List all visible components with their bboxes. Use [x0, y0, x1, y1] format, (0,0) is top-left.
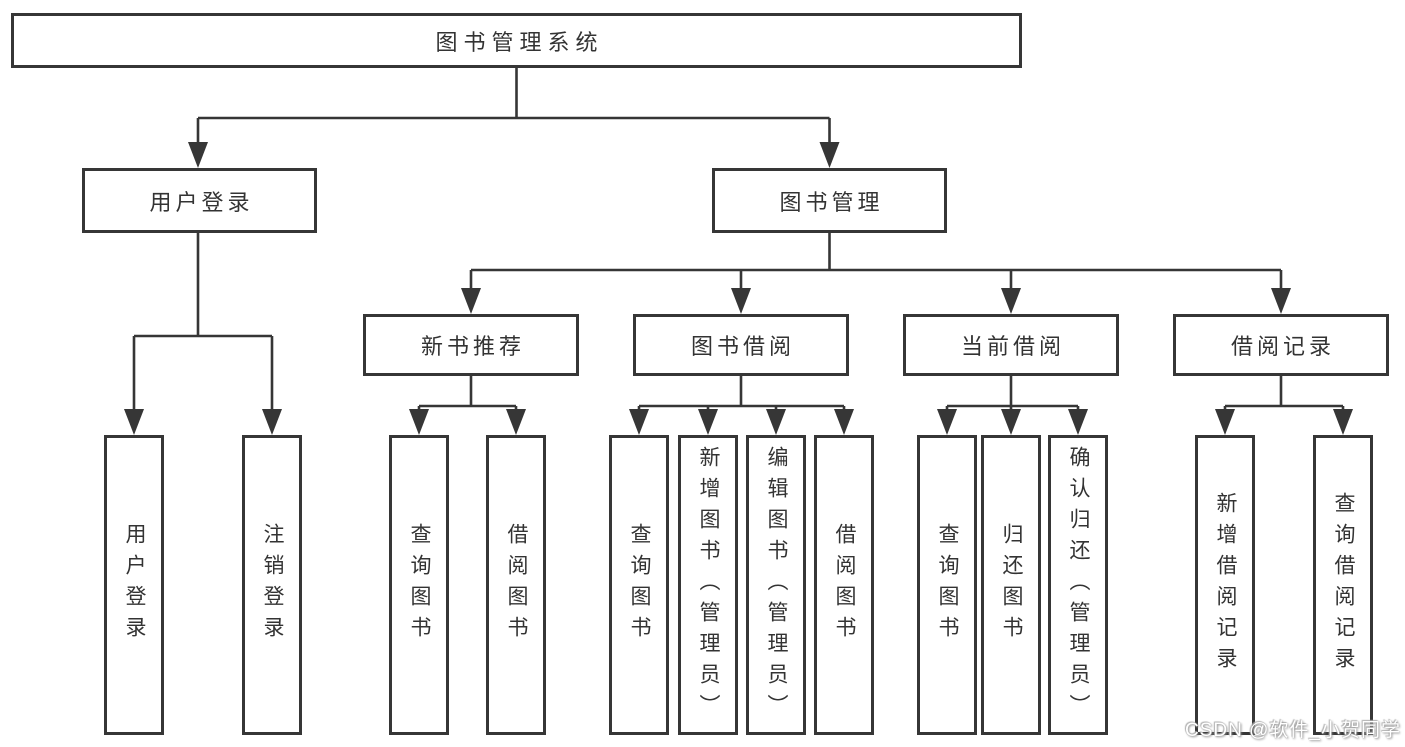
connector-user-login-to-leaves [124, 233, 282, 435]
arrow-down-icon [1271, 288, 1291, 314]
node-borrow-records: 借阅记录 [1173, 314, 1389, 376]
leaf-records-query-record: 查询借阅记录 [1313, 435, 1373, 735]
node-new-book-recommend: 新书推荐 [363, 314, 579, 376]
node-book-borrow: 图书借阅 [633, 314, 849, 376]
node-book-management: 图书管理 [712, 168, 947, 233]
arrow-down-icon [506, 409, 526, 435]
leaf-newbook-borrow-book: 借阅图书 [486, 435, 546, 735]
arrow-down-icon [262, 409, 282, 435]
leaf-borrow-add-book-admin: 新增图书（管理员） [678, 435, 738, 735]
node-new-book-recommend-label: 新书推荐 [420, 334, 525, 359]
node-user-login: 用户登录 [82, 168, 317, 233]
node-user-login-label: 用户登录 [149, 189, 254, 215]
arrow-down-icon [731, 288, 751, 314]
connector-book-management-to-level3 [461, 233, 1291, 314]
leaf-borrow-borrow-book: 借阅图书 [814, 435, 874, 735]
arrow-down-icon [937, 409, 957, 435]
watermark: CSDN @软件_小贺同学 [1185, 720, 1401, 741]
node-current-borrow-label: 当前借阅 [960, 334, 1065, 359]
arrow-down-icon [1068, 409, 1088, 435]
connector-current-borrow-to-leaves [937, 376, 1088, 435]
connector-book-borrow-to-leaves [629, 376, 854, 435]
node-library-system: 图书管理系统 [11, 13, 1022, 68]
arrow-down-icon [1001, 288, 1021, 314]
arrow-down-icon [409, 409, 429, 435]
leaf-current-query-book: 查询图书 [917, 435, 977, 735]
leaf-current-confirm-return-admin: 确认归还（管理员） [1048, 435, 1108, 735]
node-current-borrow: 当前借阅 [903, 314, 1119, 376]
leaf-user-login: 用户登录 [104, 435, 164, 735]
connector-root-to-level2 [188, 68, 840, 168]
arrow-down-icon [1001, 409, 1021, 435]
arrow-down-icon [819, 142, 840, 168]
arrow-down-icon [1215, 409, 1235, 435]
leaf-current-return-book: 归还图书 [981, 435, 1041, 735]
arrow-down-icon [188, 142, 208, 168]
leaf-borrow-edit-book-admin: 编辑图书（管理员） [746, 435, 806, 735]
arrow-down-icon [124, 409, 144, 435]
leaf-borrow-query-book: 查询图书 [609, 435, 669, 735]
node-borrow-records-label: 借阅记录 [1230, 334, 1335, 359]
leaf-newbook-query-book: 查询图书 [389, 435, 449, 735]
arrow-down-icon [1333, 409, 1353, 435]
arrow-down-icon [629, 409, 649, 435]
node-library-system-label: 图书管理系统 [435, 29, 604, 55]
connector-borrow-records-to-leaves [1215, 376, 1353, 435]
arrow-down-icon [834, 409, 854, 435]
arrow-down-icon [698, 409, 718, 435]
node-book-borrow-label: 图书借阅 [690, 334, 795, 359]
arrow-down-icon [461, 288, 481, 314]
leaf-logout: 注销登录 [242, 435, 302, 735]
leaf-records-add-record: 新增借阅记录 [1195, 435, 1255, 735]
node-book-management-label: 图书管理 [779, 189, 884, 215]
connector-new-book-to-leaves [409, 376, 526, 435]
arrow-down-icon [766, 409, 786, 435]
